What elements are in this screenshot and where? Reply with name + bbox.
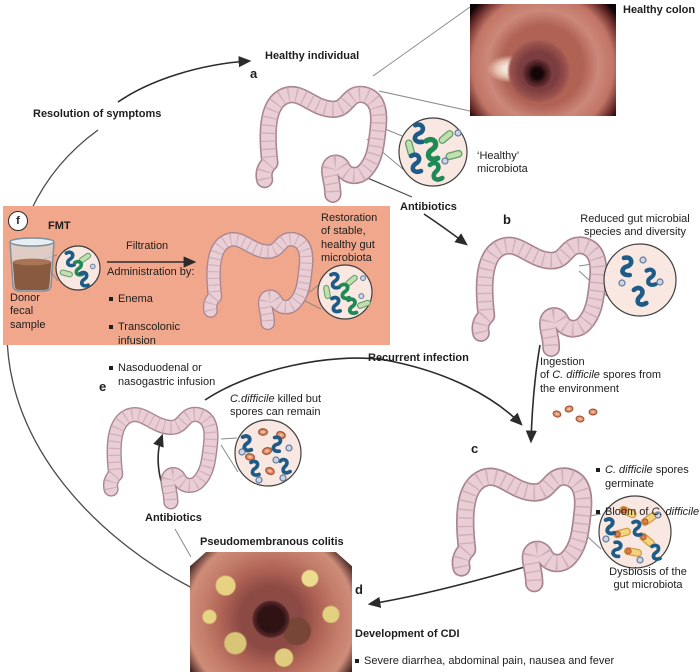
healthy-microbiota-label: ‘Healthy’ microbiota: [477, 150, 528, 176]
dysbiosis-label: Dysbiosis of the gut microbiota: [609, 566, 687, 592]
microbiota-circle-spores: [234, 419, 302, 487]
administration-title: Administration by:: [107, 266, 195, 278]
ingestion-spores-label: Ingestion of C. difficile spores from th…: [540, 356, 662, 395]
bullet-square-icon: [109, 325, 113, 330]
antibiotics-arrow-into-e: [153, 433, 173, 507]
stage-letter-e: e: [99, 379, 107, 394]
cdiff-killed-label: C.difficile killed but spores can remain: [230, 393, 322, 419]
arrow-b-to-c: [525, 344, 541, 444]
c-bullet-bloom: Bloom of C. difficile: [596, 506, 700, 519]
fmt-title: FMT: [48, 220, 71, 232]
development-of-cdi-block: Development of CDI Severe diarrhea, abdo…: [355, 615, 700, 672]
resolution-of-symptoms-label: Resolution of symptoms: [33, 108, 162, 120]
bullet-square-icon: [355, 659, 359, 664]
development-of-cdi-title: Development of CDI: [355, 628, 460, 641]
colon-b-reduced: [480, 245, 598, 348]
stage-letter-d: d: [355, 582, 363, 597]
environment-spores: [551, 404, 598, 424]
c-bullet-list: C. difficile spores germinate Bloom of C…: [596, 451, 700, 533]
antibiotics-arrow-a-to-b: [423, 213, 468, 246]
restoration-label: Restoration of stable, healthy gut micro…: [321, 212, 378, 265]
colon-e-spores: [111, 414, 211, 502]
recurrent-infection-label: Recurrent infection: [368, 352, 469, 364]
stage-letter-b: b: [503, 212, 511, 227]
pseudomembranous-colitis-label: Pseudomembranous colitis: [200, 536, 344, 548]
healthy-individual-label: Healthy individual: [265, 50, 360, 62]
d-bullet-diarrhea: Severe diarrhea, abdominal pain, nausea …: [355, 655, 700, 668]
colon-a-healthy: [264, 94, 379, 194]
microbiota-circle-reduced: [603, 243, 677, 317]
donor-fecal-sample-label: Donor fecal sample: [10, 292, 46, 331]
resolution-to-healthy-arrow: [117, 56, 252, 103]
stage-letter-a: a: [250, 66, 258, 81]
admin-item-enema: Enema: [109, 293, 219, 306]
antibiotics-label-top: Antibiotics: [400, 201, 457, 213]
admin-item-transcolonic: Transcolonic infusion: [109, 321, 219, 348]
healthy-colon-photo-label: Healthy colon: [623, 4, 696, 16]
arrow-c-to-d: [367, 565, 529, 608]
panel-letter-f: f: [8, 211, 28, 231]
antibiotics-label-e: Antibiotics: [145, 512, 202, 524]
admin-item-nasoduodenal: Nasoduodenal or nasogastric infusion: [109, 362, 219, 389]
microbiota-circle-healthy: [398, 117, 468, 187]
reduced-microbial-label: Reduced gut microbial species and divers…: [580, 213, 690, 239]
bullet-square-icon: [109, 297, 113, 302]
healthy-colon-photo: [470, 4, 616, 116]
filtration-label: Filtration: [126, 240, 169, 252]
bullet-square-icon: [596, 468, 600, 473]
antibiotics-connector-line: [343, 167, 413, 198]
colon-c-dysbiosis: [461, 477, 583, 584]
stage-letter-c: c: [471, 441, 479, 456]
bullet-square-icon: [596, 509, 600, 514]
administration-list: Enema Transcolonic infusion Nasoduodenal…: [109, 280, 219, 404]
c-bullet-germinate: C. difficile spores germinate: [596, 464, 700, 491]
bullet-square-icon: [109, 366, 113, 371]
pseudomembranous-colitis-photo: [190, 552, 352, 672]
